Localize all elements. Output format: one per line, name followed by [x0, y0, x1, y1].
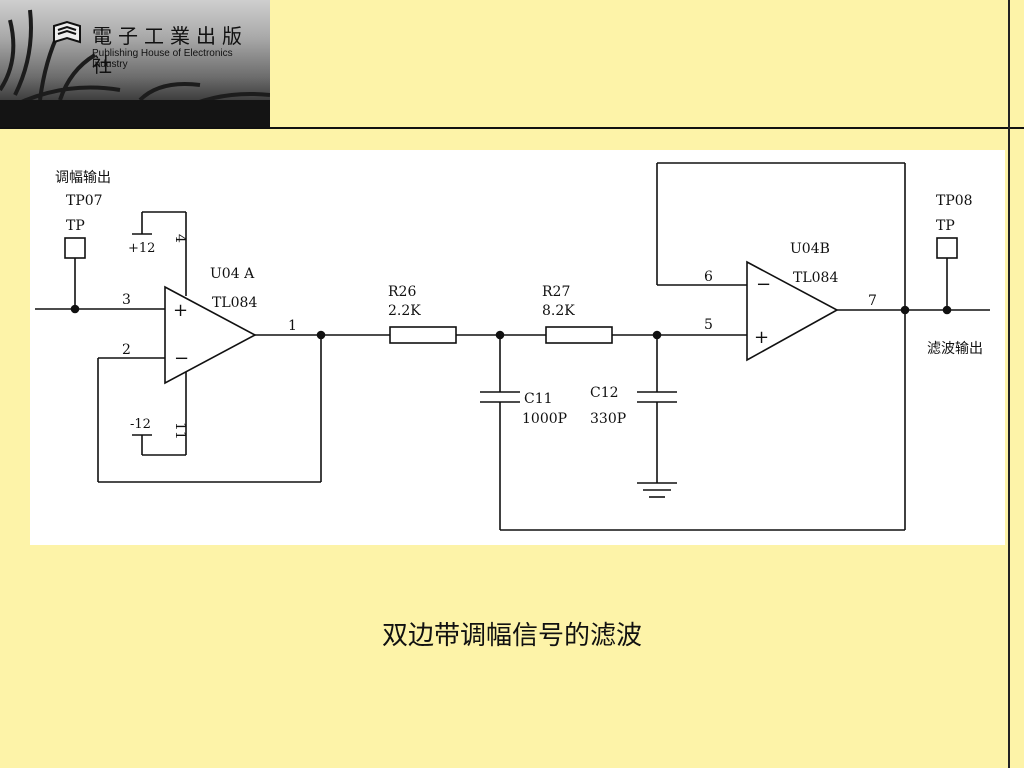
u04b-plus-sign: + [754, 327, 769, 348]
r27-resistor [545, 326, 613, 344]
u04a-vee-pin: 11 [172, 422, 188, 440]
pin-5-label: 5 [704, 317, 713, 333]
pin-3-label: 3 [122, 292, 131, 308]
pin-2-label: 2 [122, 342, 131, 358]
tp08-name: TP08 [936, 193, 973, 209]
u04a-minus-sign: − [174, 348, 189, 369]
circuit-schematic: 调幅输出 滤波输出 TP07 TP 3 + − U04 A TL084 +12 … [35, 162, 990, 531]
book-logo-icon [52, 20, 82, 50]
c11-name: C11 [524, 391, 553, 407]
right-border-line [1008, 0, 1010, 768]
c12-name: C12 [590, 385, 619, 401]
r27-value: 8.2K [542, 303, 575, 319]
u04a-name: U04 A [210, 266, 255, 282]
junction-dot [316, 330, 326, 340]
u04a-opamp-symbol [164, 285, 257, 385]
junction-dot [900, 305, 910, 315]
pin-7-label: 7 [868, 293, 877, 309]
u04a-part: TL084 [212, 295, 257, 311]
r27-name: R27 [542, 284, 570, 300]
c11-value: 1000P [522, 411, 567, 427]
output-signal-label: 滤波输出 [927, 341, 983, 357]
c12-value: 330P [590, 411, 626, 427]
r26-resistor [389, 326, 457, 344]
tp07-label: TP [66, 218, 85, 234]
input-signal-label: 调幅输出 [55, 170, 111, 186]
u04b-name: U04B [790, 241, 830, 257]
header-wheat-image: 電子工業出版社 Publishing House of Electronics … [0, 0, 270, 127]
u04b-opamp-symbol [746, 260, 839, 362]
u04b-part: TL084 [793, 270, 838, 286]
u04a-plus-sign: + [173, 300, 188, 321]
tp08-label: TP [936, 218, 955, 234]
r26-value: 2.2K [388, 303, 421, 319]
tp07-name: TP07 [66, 193, 103, 209]
publisher-logo-text: 電子工業出版社 [92, 24, 248, 77]
r26-name: R26 [388, 284, 416, 300]
u04a-vcc-pin: 4 [172, 234, 188, 243]
u04a-vee-label: -12 [130, 417, 151, 432]
wheat-silhouette [0, 9, 270, 127]
pin-6-label: 6 [704, 269, 713, 285]
circuit-diagram-panel: 调幅输出 滤波输出 TP07 TP 3 + − U04 A TL084 +12 … [30, 150, 1005, 545]
pin-1-label: 1 [288, 318, 297, 334]
u04a-vcc-label: +12 [128, 241, 155, 256]
u04b-minus-sign: − [756, 274, 771, 295]
slide-caption: 双边带调幅信号的滤波 [381, 621, 642, 651]
publisher-logo-subtitle: Publishing House of Electronics Industry [92, 48, 233, 70]
tp07-test-point [64, 237, 86, 259]
tp08-test-point [936, 237, 958, 259]
header-divider [0, 127, 1024, 129]
